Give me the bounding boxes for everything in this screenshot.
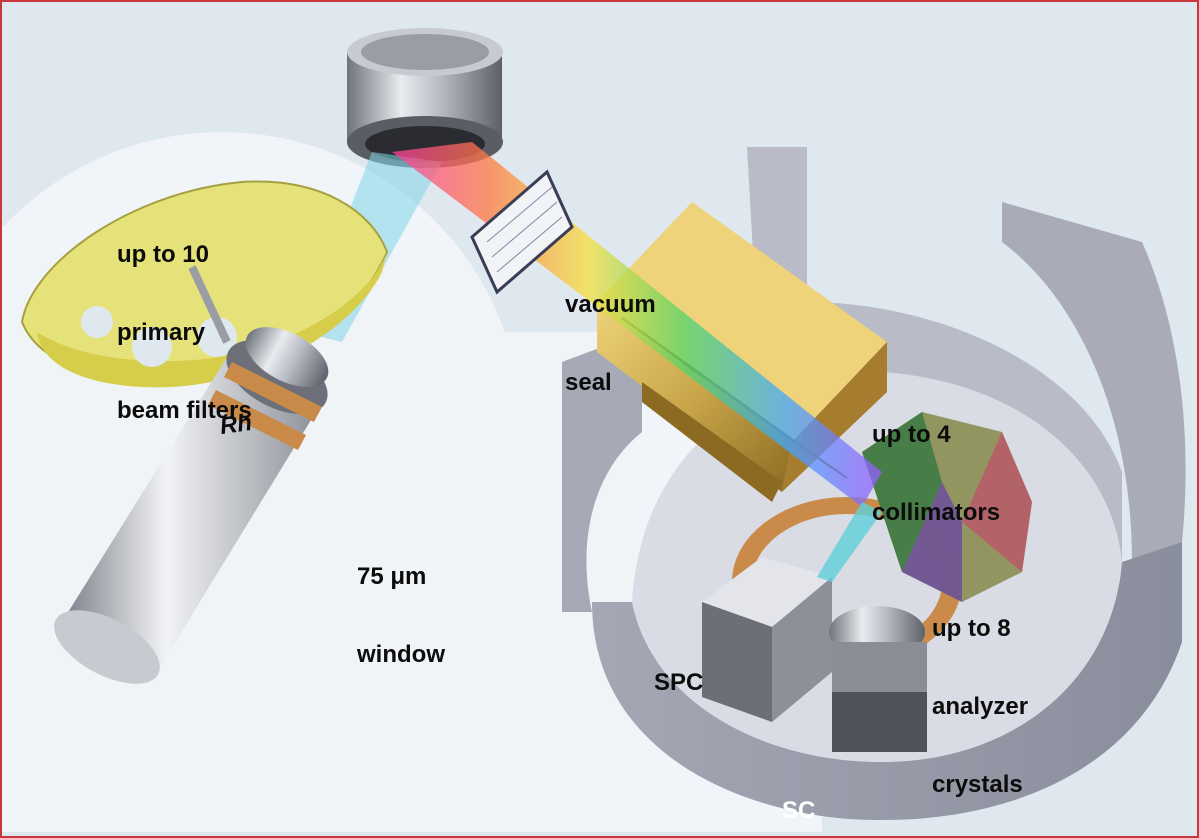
spc-label: SPC: [654, 669, 704, 696]
spc-detector: [702, 557, 832, 722]
window-label: 75 μm window: [357, 563, 445, 668]
beam-filter-wheel: [20, 180, 389, 388]
xray-tube: [54, 327, 329, 684]
analyzer-crystal-changer: [862, 412, 1032, 602]
analyzer-crystals-label: up to 8 analyzer crystals: [932, 615, 1029, 798]
collimators-label: up to 4 collimators: [872, 421, 1001, 526]
tube-anode-label: Rh: [218, 408, 254, 441]
sc-detector: [829, 606, 927, 752]
sc-label: SC: [782, 797, 816, 824]
filters-label: up to 10 primary beam filters: [117, 241, 252, 424]
vacuum-seal-window: [470, 169, 574, 295]
vacuum-seal-label: vacuum seal: [565, 291, 656, 396]
sample-cup: [347, 28, 503, 168]
